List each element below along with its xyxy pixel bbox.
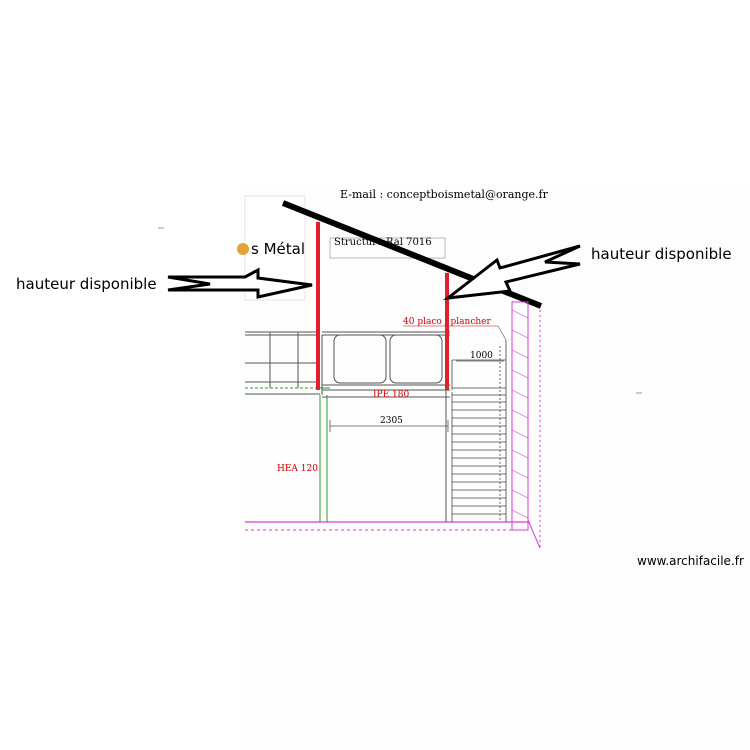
ground-slab — [245, 521, 528, 531]
dim-stair-label: 1000 — [470, 351, 493, 361]
dim-span-label: 2305 — [380, 416, 403, 426]
right-wall — [511, 301, 541, 549]
span-dimension: 2305 — [329, 416, 449, 432]
staircase — [451, 340, 507, 522]
arrow-left-icon — [442, 244, 581, 301]
annotation-right: hauteur disponible — [591, 245, 732, 263]
logo-mark-icon — [237, 243, 249, 255]
stair-dimension: 1000 — [456, 351, 504, 362]
guardrail-center — [322, 331, 450, 398]
beam-label: IPE 180 — [373, 390, 409, 400]
guardrail-left — [245, 331, 320, 395]
header-email: E-mail : conceptboismetal@orange.fr — [340, 188, 549, 201]
arrow-right-callout — [442, 244, 581, 301]
arrow-left-callout — [167, 267, 313, 299]
annotation-left: hauteur disponible — [16, 275, 157, 293]
arrow-right-icon — [167, 267, 313, 299]
logo-text: s Métal — [251, 240, 305, 258]
watermark: www.archifacile.fr — [637, 554, 744, 568]
column-label: HEA 120 — [277, 464, 318, 474]
